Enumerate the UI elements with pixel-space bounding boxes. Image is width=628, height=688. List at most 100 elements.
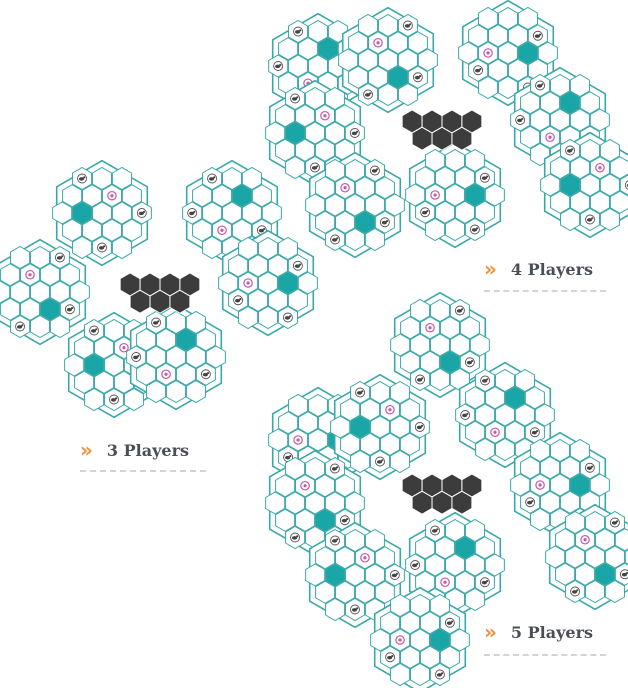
hex-cell — [338, 48, 359, 72]
sheep-icon — [412, 72, 423, 83]
hex-cell — [205, 345, 226, 369]
hex-cell — [221, 166, 243, 191]
hex-cell — [478, 6, 499, 31]
hex-cell — [354, 176, 375, 200]
hex-cell — [275, 138, 296, 162]
hex-cell — [82, 184, 103, 208]
hex-cell — [504, 386, 525, 410]
hex-cell — [285, 155, 306, 180]
hex-cell — [540, 91, 561, 115]
sheep-icon — [444, 617, 455, 628]
dark-hex — [179, 272, 201, 297]
hex-cell — [425, 553, 446, 577]
hex-cell — [475, 437, 496, 462]
hex-cell — [72, 235, 93, 260]
hex-cell — [314, 508, 335, 532]
hex-cell — [268, 428, 289, 452]
hex-cell — [429, 298, 451, 323]
hex-cell — [494, 437, 516, 462]
hex-cell — [84, 387, 105, 412]
hex-cell — [425, 148, 446, 173]
hex-cell — [579, 138, 601, 163]
hex-cell — [497, 6, 519, 31]
hex-cell — [238, 236, 259, 261]
hex-cell — [504, 420, 525, 444]
sheep-icon — [310, 162, 320, 173]
layout-label: 3 Players — [106, 440, 190, 460]
cog-icon — [595, 162, 605, 173]
hex-cell — [594, 528, 615, 552]
cog-icon — [293, 435, 303, 445]
hex-cell — [354, 580, 375, 604]
sheep-icon — [479, 172, 490, 183]
hex-cell — [454, 166, 475, 190]
hex-cell — [325, 158, 346, 183]
hex-cell — [549, 473, 571, 497]
hex-tile — [405, 141, 505, 249]
hex-cell — [407, 31, 428, 55]
sheep-icon — [454, 305, 465, 316]
sheep-icon — [529, 427, 540, 438]
hex-cell — [103, 318, 125, 343]
sheep-icon — [282, 312, 293, 323]
sheep-icon — [369, 165, 380, 176]
hex-cell — [64, 353, 85, 377]
hex-cell — [295, 138, 316, 162]
cog-icon — [490, 427, 500, 438]
cog-icon — [243, 278, 253, 288]
hex-cell — [212, 184, 233, 208]
hex-cell — [0, 280, 11, 304]
hex-cell — [370, 628, 391, 652]
sheep-icon — [420, 207, 431, 218]
hex-cell — [384, 193, 405, 217]
hex-cell — [530, 507, 551, 532]
hex-cell — [449, 333, 470, 357]
cog-icon — [483, 48, 493, 58]
hex-cell — [121, 218, 142, 242]
hex-cell — [429, 593, 450, 618]
hex-cell — [579, 173, 601, 197]
divider — [484, 290, 606, 292]
hex-cell — [185, 345, 206, 369]
hex-cell — [307, 19, 329, 44]
hex-cell — [464, 183, 485, 207]
hex-tile — [338, 6, 438, 114]
hex-tile — [64, 311, 164, 419]
hex-cell — [399, 398, 420, 422]
hex-cell — [297, 271, 318, 295]
sheep-icon — [464, 357, 475, 368]
sheep-icon — [290, 93, 301, 104]
hex-cell — [325, 193, 346, 217]
hex-cell — [604, 545, 625, 569]
hex-cell — [136, 328, 157, 352]
hex-cell — [335, 546, 356, 570]
hex-cell — [348, 65, 369, 89]
hex-cell — [420, 350, 441, 374]
hex-cell — [454, 536, 475, 560]
cog-icon — [25, 269, 35, 280]
hex-cell — [417, 48, 438, 72]
hex-cell — [314, 138, 335, 162]
hex-cell — [267, 288, 288, 312]
hex-cell — [530, 108, 551, 132]
hex-cell — [165, 310, 187, 335]
hex-cell — [358, 13, 379, 38]
sheep-icon — [619, 569, 628, 580]
hex-cell — [570, 156, 591, 180]
cog-icon — [217, 225, 227, 236]
hex-cell — [304, 86, 326, 111]
hex-cell — [444, 553, 466, 577]
hex-cell — [458, 41, 479, 65]
hex-cell — [111, 235, 132, 260]
hex-cell — [340, 398, 361, 422]
hex-cell — [510, 473, 531, 497]
hex-cell — [111, 201, 132, 225]
hex-cell — [288, 393, 309, 418]
hex-cell — [136, 362, 157, 386]
sheep-icon — [273, 61, 284, 71]
hex-cell — [364, 528, 385, 553]
hex-cell — [298, 37, 319, 61]
hex-cell — [265, 121, 286, 145]
hex-cell — [330, 415, 351, 439]
hex-cell — [377, 48, 399, 72]
